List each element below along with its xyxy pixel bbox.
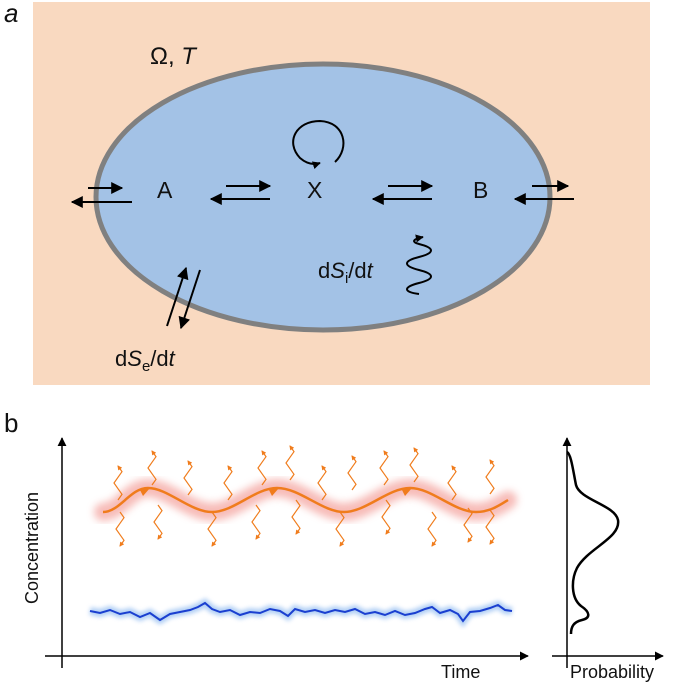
external-entropy-label: dSe/dt <box>115 346 176 375</box>
dissipation-squiggle-arrow <box>251 504 261 540</box>
panel-a-label: a <box>4 0 18 28</box>
entropy-flux-in-arrow <box>166 266 189 327</box>
dissipation-squiggle-arrow <box>485 459 495 495</box>
species-a-label: A <box>157 177 173 203</box>
dissipation-squiggle-arrow <box>427 511 437 547</box>
dissipation-squiggle-arrow <box>207 511 217 547</box>
y-axis-label: Concentration <box>22 492 42 604</box>
dissipation-arrows <box>113 445 495 547</box>
dissipation-squiggle-arrow <box>463 507 473 543</box>
internal-entropy-squiggle-arrow <box>406 234 432 295</box>
dissipation-squiggle-arrow <box>335 511 345 547</box>
steady-state-glow <box>89 598 513 628</box>
internal-entropy-label: dSi/dt <box>318 258 374 287</box>
x-axis-label: Time <box>441 662 480 682</box>
probability-distribution-curve <box>566 450 620 635</box>
dissipation-squiggle-arrow <box>115 511 125 547</box>
dissipation-squiggle-arrow <box>285 445 295 481</box>
dissipation-squiggle-arrow <box>153 504 163 540</box>
environment-label: Ω, T <box>150 43 198 70</box>
self-loop-arrow <box>292 119 345 170</box>
dissipation-squiggle-arrow <box>113 465 123 501</box>
probability-axis-label: Probability <box>570 662 654 682</box>
dissipation-squiggle-arrow <box>379 450 389 486</box>
species-b-label: B <box>473 177 488 203</box>
dissipation-squiggle-arrow <box>183 460 193 496</box>
panel-b-label: b <box>4 408 18 438</box>
entropy-flux-out-arrow <box>178 269 201 330</box>
dissipation-squiggle-arrow <box>291 499 301 535</box>
oscillator-trajectory <box>102 486 509 514</box>
dissipation-squiggle-arrow <box>447 465 457 501</box>
trajectory-arrowhead <box>140 488 150 496</box>
dissipation-squiggle-arrow <box>347 455 357 491</box>
dissipation-squiggle-arrow <box>317 465 327 501</box>
trajectory-arrowhead <box>269 488 279 496</box>
dissipation-squiggle-arrow <box>223 465 233 501</box>
dissipation-squiggle-arrow <box>257 450 267 486</box>
dissipation-squiggle-arrow <box>409 447 419 483</box>
cell-membrane <box>93 61 553 333</box>
dissipation-squiggle-arrow <box>381 499 391 535</box>
species-x-label: X <box>307 177 322 203</box>
dissipation-squiggle-arrow <box>147 450 157 486</box>
steady-state-trajectory <box>89 601 513 623</box>
dissipation-squiggle-arrow <box>485 509 495 545</box>
trajectory-arrowhead <box>402 488 412 496</box>
